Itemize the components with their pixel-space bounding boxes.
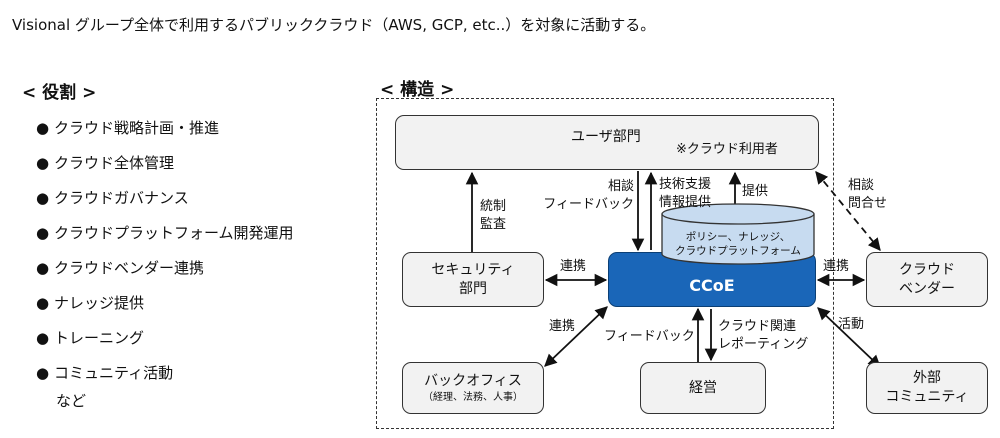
label-feedback-mgmt: フィードバック — [604, 329, 695, 344]
arrow-user-vendor — [815, 171, 881, 251]
structure-frame — [376, 98, 834, 429]
label-link-security: 連携 — [560, 259, 587, 274]
label-consult: 相談 フィードバック — [543, 179, 634, 212]
roles-etc: など — [56, 392, 87, 410]
arrow-ccoe-backoffice — [544, 306, 608, 367]
bullet-icon: ● — [36, 329, 50, 347]
list-item: ●クラウドプラットフォーム開発運用 — [36, 224, 294, 242]
list-item: ●クラウド戦略計画・推進 — [36, 119, 220, 137]
bullet-icon: ● — [36, 154, 50, 172]
user-department-label: ユーザ部門 — [571, 129, 641, 145]
structure-title: < 構造 > — [380, 80, 455, 100]
bullet-icon: ● — [36, 224, 50, 242]
cloud-vendor-box: クラウド ベンダー — [866, 252, 988, 307]
arrow-ccoe-community — [817, 307, 881, 368]
label-governance: 統制 監査 — [480, 199, 507, 232]
db-line1: ポリシー、ナレッジ、 — [686, 231, 791, 243]
external-community-box: 外部 コミュニティ — [866, 362, 988, 414]
bullet-icon: ● — [36, 189, 50, 207]
bullet-icon: ● — [36, 259, 50, 277]
label-reporting: クラウド関連 レポーティング — [718, 319, 809, 352]
list-item: ●クラウドガバナンス — [36, 189, 189, 207]
intro-text: Visional グループ全体で利用するパブリッククラウド（AWS, GCP, … — [12, 16, 656, 34]
list-item: ●トレーニング — [36, 329, 145, 347]
list-item: ●ナレッジ提供 — [36, 294, 145, 312]
label-inquiry: 相談 問合せ — [848, 178, 888, 211]
label-provide: 提供 — [742, 184, 769, 199]
bullet-icon: ● — [36, 364, 50, 382]
roles-list: ●クラウド戦略計画・推進 ●クラウド全体管理 ●クラウドガバナンス ●クラウドプ… — [36, 117, 294, 397]
label-link-backoffice: 連携 — [549, 319, 576, 334]
label-activity: 活動 — [838, 317, 865, 332]
user-department-box: ユーザ部門 ※クラウド利用者 — [395, 115, 819, 170]
bullet-icon: ● — [36, 294, 50, 312]
user-department-note: ※クラウド利用者 — [676, 142, 778, 157]
label-support: 技術支援 情報提供 — [659, 177, 712, 210]
bullet-icon: ● — [36, 119, 50, 137]
backoffice-box: バックオフィス （経理、法務、人事） — [402, 362, 544, 414]
label-link-vendor: 連携 — [823, 259, 850, 274]
db-line2: クラウドプラットフォーム — [675, 245, 801, 257]
management-box: 経営 — [640, 362, 766, 414]
list-item: ●クラウドベンダー連携 — [36, 259, 205, 277]
roles-title: < 役割 > — [22, 83, 97, 103]
ccoe-label: CCoE — [689, 276, 735, 295]
list-item: ●コミュニティ活動 — [36, 364, 174, 382]
list-item: ●クラウド全体管理 — [36, 154, 175, 172]
security-department-box: セキュリティ 部門 — [402, 252, 544, 307]
